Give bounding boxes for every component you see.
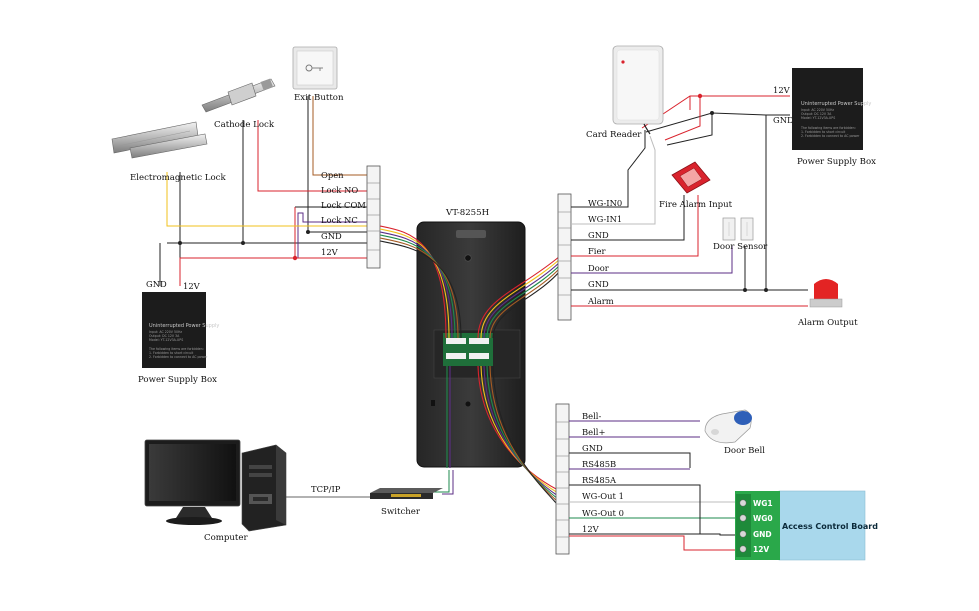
computer: Computer xyxy=(144,439,287,543)
label-lock-no: Lock NO xyxy=(321,185,358,195)
svg-text:Output: DC 12V 3A: Output: DC 12V 3A xyxy=(801,112,832,116)
label-gnd-2: GND xyxy=(588,279,609,289)
acb-terminal-12v: 12V xyxy=(753,545,769,554)
label-12v-2: 12V xyxy=(582,524,600,534)
svg-text:2. Forbidden to connect to AC: 2. Forbidden to connect to AC power xyxy=(149,355,208,359)
network-wiring xyxy=(286,470,454,498)
wire-bundle-left xyxy=(379,225,462,339)
door-bell-caption: Door Bell xyxy=(724,446,765,456)
svg-text:Model: YT-12V3A-UPS: Model: YT-12V3A-UPS xyxy=(149,338,183,342)
label-12v: 12V xyxy=(321,247,339,257)
svg-text:Input: AC 220V 50Hz: Input: AC 220V 50Hz xyxy=(149,330,182,334)
label-fier: Fier xyxy=(588,246,605,256)
electromagnetic-lock: Electromagnetic Lock xyxy=(111,121,226,183)
lower-right-wiring xyxy=(569,420,738,551)
psu-right-caption: Power Supply Box xyxy=(797,157,876,167)
left-12v-label: 12V xyxy=(183,281,201,291)
psu-left-title: Uninterrupted Power Supply xyxy=(149,323,219,329)
svg-text:Model: YT-12V3A-UPS: Model: YT-12V3A-UPS xyxy=(801,116,835,120)
upper-right-terminal-labels: WG-IN0 WG-IN1 GND Fier Door GND Alarm xyxy=(587,198,622,306)
label-bell-plus: Bell+ xyxy=(582,427,606,437)
svg-text:1. Forbidden to short circuit: 1. Forbidden to short circuit xyxy=(801,130,846,134)
svg-text:1. Forbidden to short circuit: 1. Forbidden to short circuit xyxy=(149,351,194,355)
vt-8255h-device: VT-8255H xyxy=(416,208,526,468)
svg-text:The following items are forbid: The following items are forbidden: xyxy=(148,347,204,351)
acb-terminal-gnd: GND xyxy=(753,530,772,539)
alarm-output: Alarm Output xyxy=(797,279,858,328)
lower-right-terminal-labels: Bell- Bell+ GND RS485B RS485A WG-Out 1 W… xyxy=(582,411,624,534)
label-lock-nc: Lock NC xyxy=(321,215,358,225)
cathode-lock-caption: Cathode Lock xyxy=(214,120,275,130)
label-gnd-1: GND xyxy=(588,230,609,240)
svg-text:2. Forbidden to connect to AC: 2. Forbidden to connect to AC power xyxy=(801,134,860,138)
label-wg-in1: WG-IN1 xyxy=(588,214,622,224)
power-supply-box-right: 12V GND Uninterrupted Power Supply Input… xyxy=(773,68,876,167)
acb-terminal-wg1: WG1 xyxy=(753,499,773,508)
left-gnd-label: GND xyxy=(146,279,167,289)
power-supply-box-left: GND 12V Uninterrupted Power Supply Input… xyxy=(138,279,219,385)
access-control-board: WG1 WG0 GND 12V Access Control Board xyxy=(735,490,878,561)
left-terminal-labels: Open Lock NO Lock COM Lock NC GND 12V xyxy=(321,170,366,257)
cathode-lock: Cathode Lock xyxy=(201,78,276,130)
access-control-board-caption: Access Control Board xyxy=(782,522,878,531)
svg-text:Output: DC 12V 3A: Output: DC 12V 3A xyxy=(149,334,180,338)
psu-left-caption: Power Supply Box xyxy=(138,375,217,385)
switcher: Switcher xyxy=(370,488,443,517)
acb-terminal-wg0: WG0 xyxy=(753,514,773,523)
fire-alarm-caption: Fire Alarm Input xyxy=(659,200,733,210)
switcher-caption: Switcher xyxy=(381,507,421,517)
psu-right-title: Uninterrupted Power Supply xyxy=(801,101,871,107)
electromagnetic-lock-caption: Electromagnetic Lock xyxy=(130,173,226,183)
label-rs485b: RS485B xyxy=(582,459,616,469)
left-wiring xyxy=(159,96,367,286)
wire-bundle-lower-right xyxy=(446,365,559,506)
left-terminal-block xyxy=(366,165,381,269)
label-door: Door xyxy=(588,263,609,273)
exit-button: Exit Button xyxy=(292,46,344,103)
label-gnd-3: GND xyxy=(582,443,603,453)
alarm-output-caption: Alarm Output xyxy=(797,318,858,328)
computer-caption: Computer xyxy=(204,533,248,543)
label-lock-com: Lock COM xyxy=(321,200,366,210)
card-reader-caption: Card Reader xyxy=(586,130,642,140)
label-rs485a: RS485A xyxy=(582,475,617,485)
fire-alarm-input: Fire Alarm Input xyxy=(659,161,733,210)
door-sensor-caption: Door Sensor xyxy=(713,242,768,252)
svg-text:Input: AC 220V 50Hz: Input: AC 220V 50Hz xyxy=(801,108,834,112)
label-wg-out0: WG-Out 0 xyxy=(582,508,624,518)
wire-bundle-upper-right xyxy=(477,255,561,339)
tcp-ip-label: TCP/IP xyxy=(311,484,341,494)
label-open: Open xyxy=(321,170,344,180)
door-sensor: Door Sensor xyxy=(713,217,768,252)
upper-right-terminal-block xyxy=(557,193,572,321)
device-title: VT-8255H xyxy=(445,208,490,218)
right-12v-label: 12V xyxy=(773,85,791,95)
door-bell: Door Bell xyxy=(704,409,765,456)
label-bell-minus: Bell- xyxy=(582,411,601,421)
label-alarm: Alarm xyxy=(587,296,614,306)
right-gnd-label: GND xyxy=(773,115,794,125)
label-gnd: GND xyxy=(321,231,342,241)
exit-button-caption: Exit Button xyxy=(294,93,344,103)
svg-text:The following items are forbid: The following items are forbidden: xyxy=(800,126,856,130)
card-reader: Card Reader xyxy=(586,45,664,140)
lower-right-terminal-block xyxy=(555,403,570,555)
label-wg-out1: WG-Out 1 xyxy=(582,491,624,501)
label-wg-in0: WG-IN0 xyxy=(588,198,622,208)
